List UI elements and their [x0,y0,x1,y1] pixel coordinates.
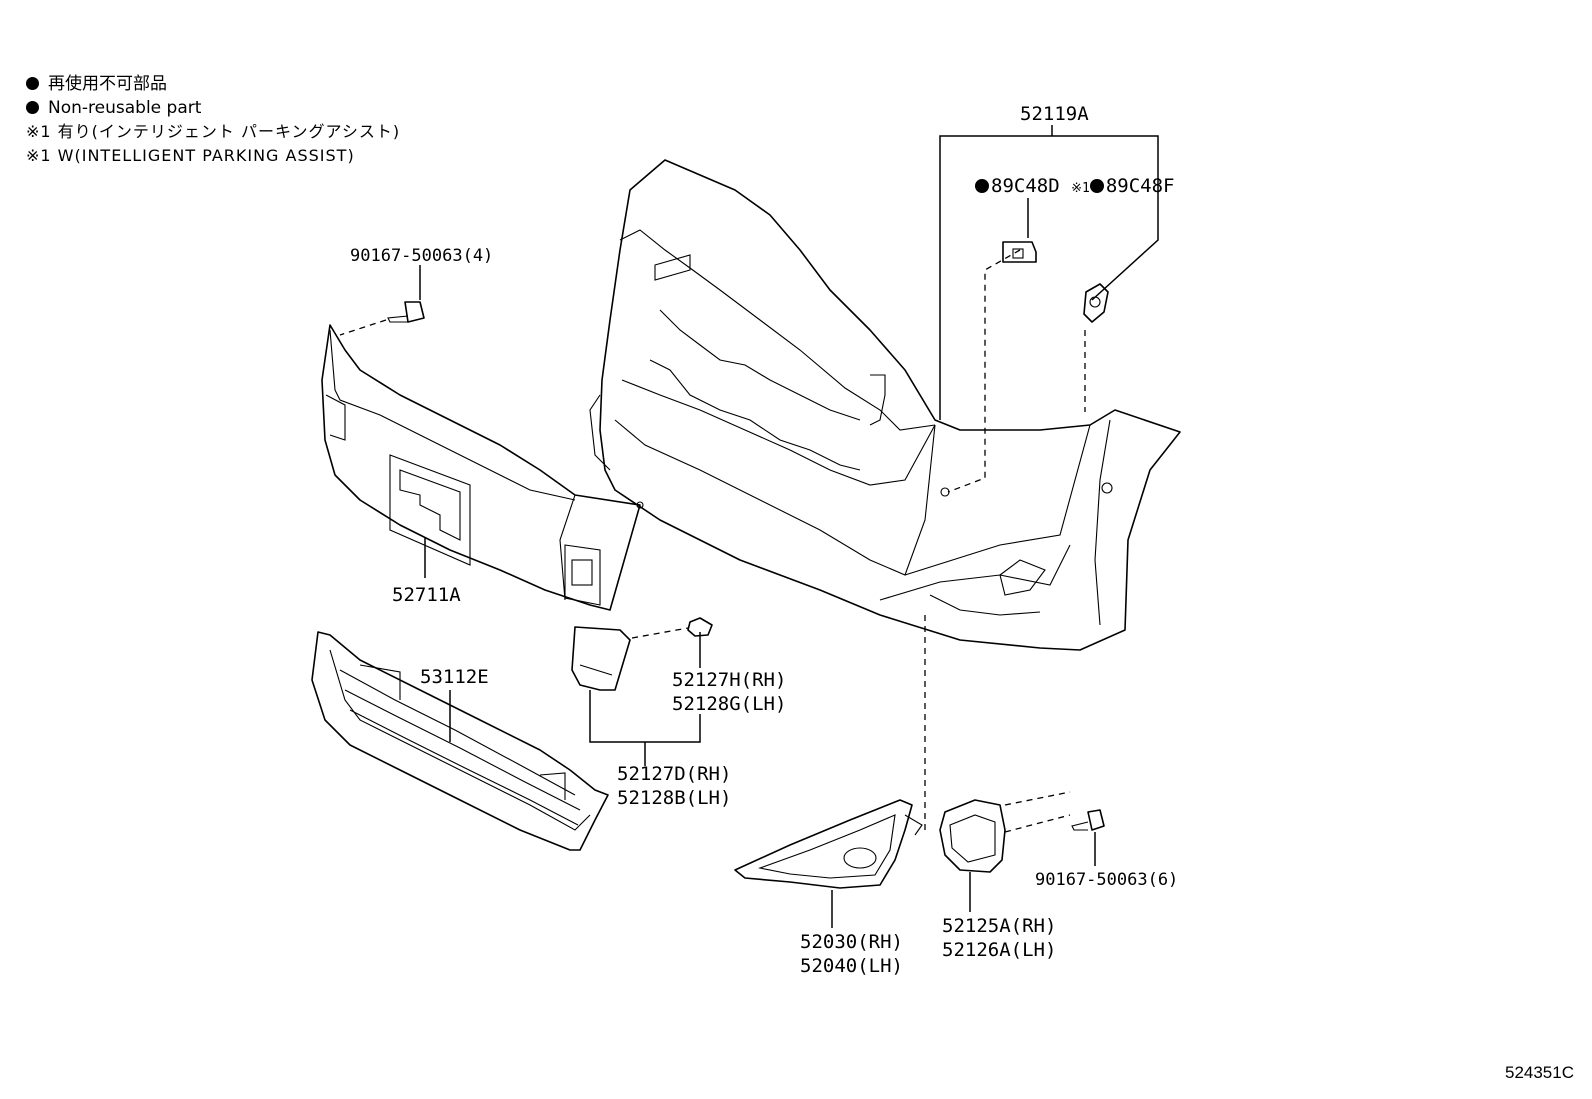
lamp-bezel-52030 [734,799,923,889]
legend-note-en: ※1 W(INTELLIGENT PARKING ASSIST) [26,146,355,165]
non-reusable-dot-icon [26,101,39,114]
label-52040: 52040(LH) [800,955,903,977]
label-52127D: 52127D(RH) [617,763,732,785]
label-52128B: 52128B(LH) [617,787,732,809]
screw-90167-50063-top [387,301,425,323]
bumper-lower-52711A [321,324,641,611]
label-screw-right: 90167-50063(6) [1035,870,1179,890]
label-sensor-row: 89C48D ※1 89C48F [975,174,1174,201]
non-reusable-dot-icon [975,179,989,193]
legend: 再使用不可部品 Non-reusable part ※1 有り(インテリジェント… [26,72,400,168]
cover-52127D [571,626,631,691]
grille-53112E [311,631,609,851]
label-89C48F: 89C48F [1105,175,1175,197]
label-screw-top: 90167-50063(4) [350,246,494,266]
label-52711A: 52711A [392,584,461,606]
label-89C48D: 89C48D [991,175,1060,197]
label-52125A: 52125A(RH) [942,915,1057,937]
label-ref-note: ※1 [1071,181,1090,196]
label-52030: 52030(RH) [800,931,903,953]
retainer-52125A [939,799,1006,873]
front-bumper-cover [589,159,1181,651]
leader-52119A [939,135,1159,420]
non-reusable-dot-icon [1089,179,1104,193]
sensor-retainer-89C48D [1002,241,1037,263]
legend-note-ja: ※1 有り(インテリジェント パーキングアシスト) [26,122,401,141]
label-52127H: 52127H(RH) [672,669,787,691]
sensor-retainer-89C48F [1083,283,1109,323]
screw-90167-50063-right [1071,809,1105,831]
label-52126A: 52126A(LH) [942,939,1057,961]
legend-non-reusable-en: Non-reusable part [48,98,202,118]
non-reusable-dot-icon [26,77,39,90]
cap-52127H [687,617,713,637]
legend-non-reusable-ja: 再使用不可部品 [48,74,167,94]
label-52119A: 52119A [1020,103,1089,125]
label-52128G: 52128G(LH) [672,693,787,715]
diagram-code: 524351C [1504,1063,1574,1082]
label-53112E: 53112E [420,666,489,688]
